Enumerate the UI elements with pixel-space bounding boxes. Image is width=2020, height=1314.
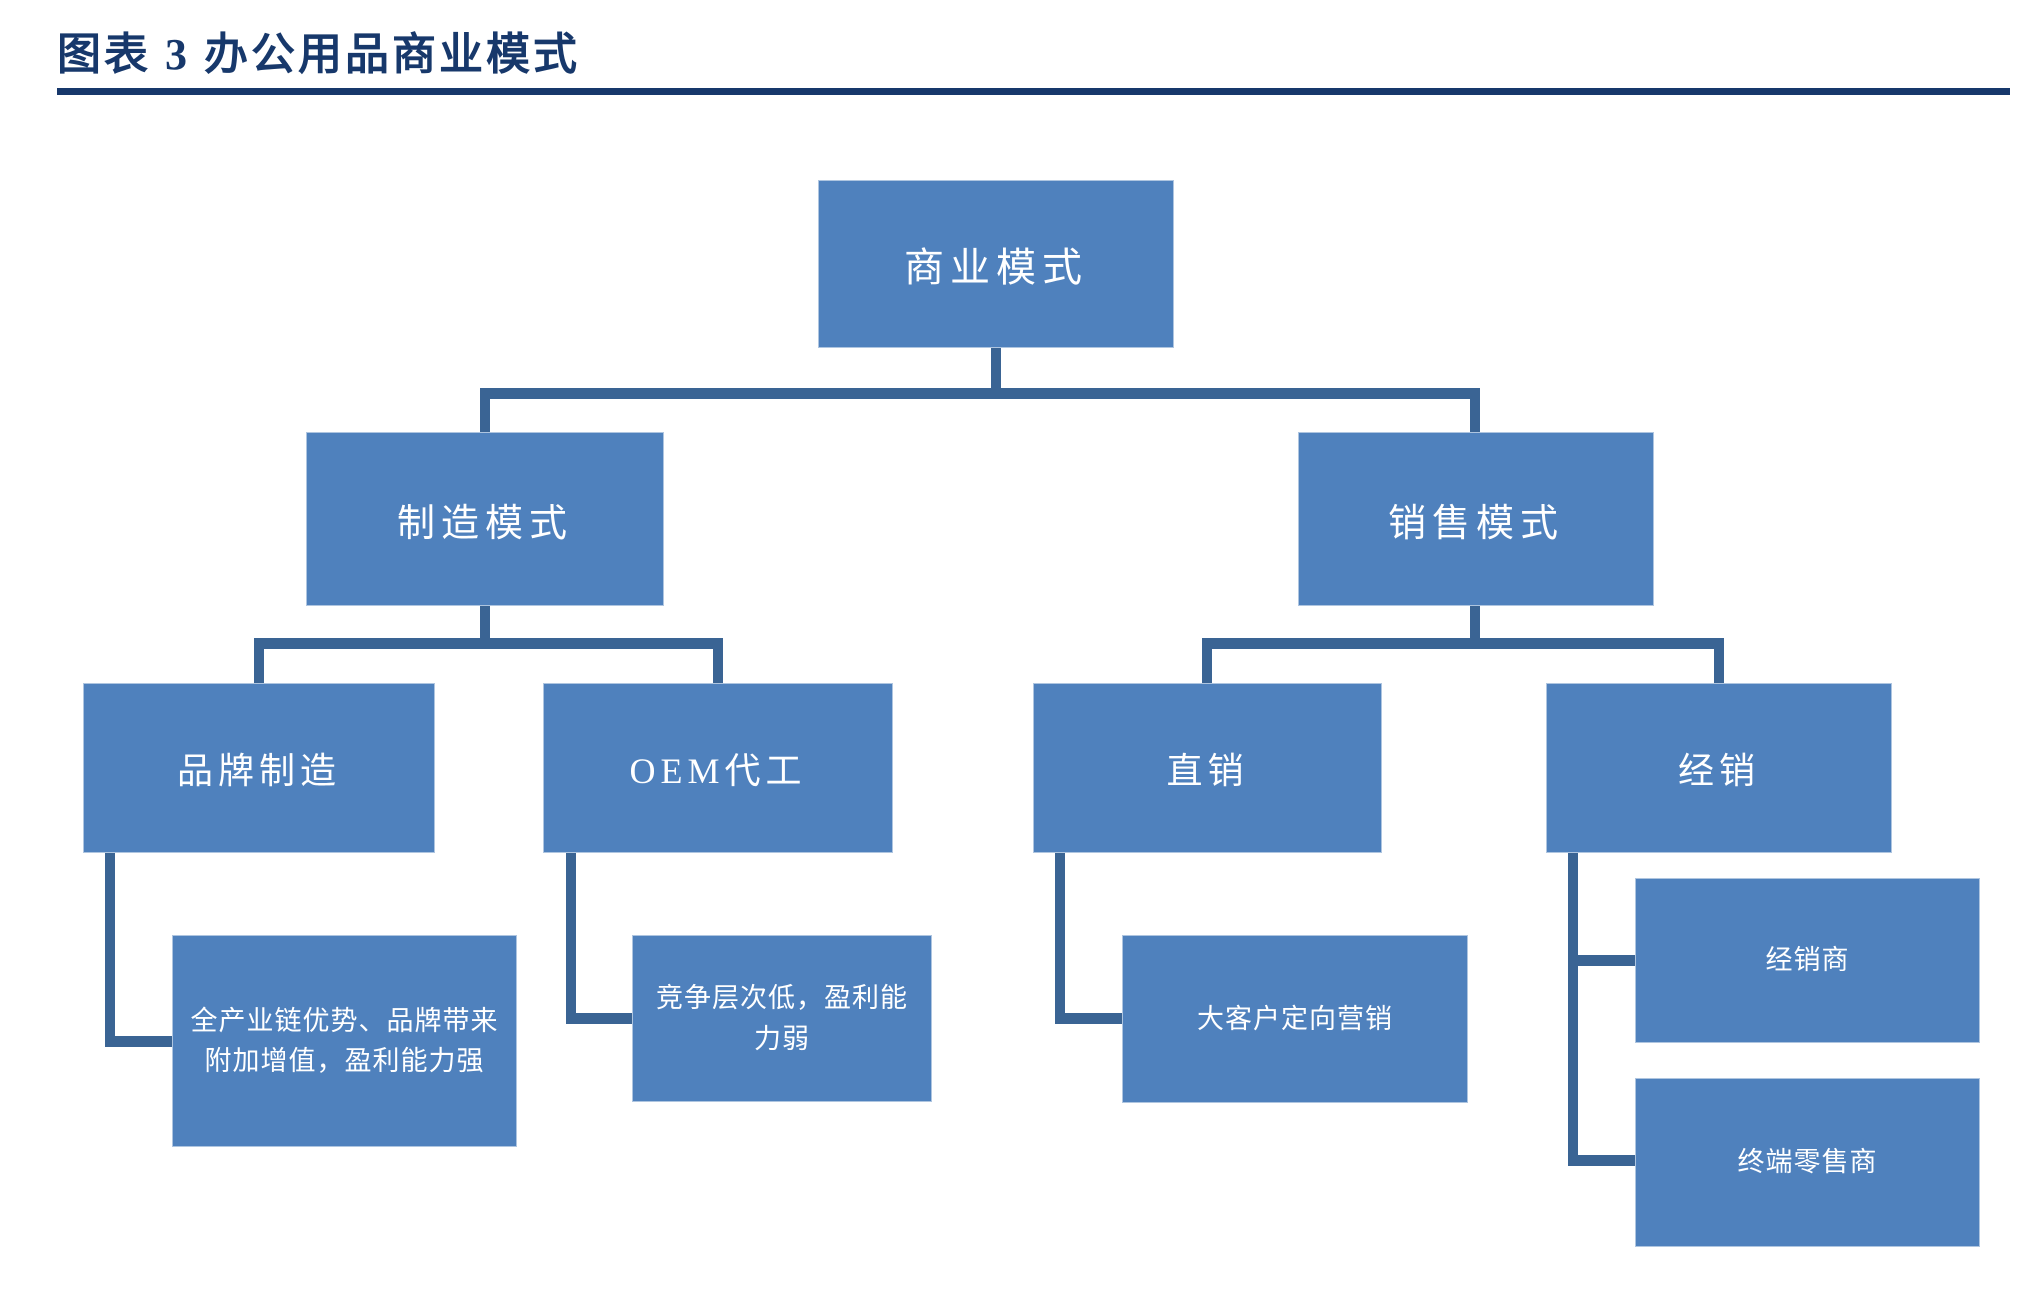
connector-retailer-horz	[1568, 1155, 1635, 1166]
connector-drop-distribution	[1714, 638, 1724, 683]
connector-root-stem	[991, 348, 1001, 390]
node-distributor: 经销商	[1635, 878, 1980, 1043]
connector-distributor-horz	[1568, 955, 1635, 966]
node-oem-note: 竞争层次低，盈利能力弱	[632, 935, 932, 1102]
node-sales-model: 销售模式	[1298, 432, 1654, 606]
connector-drop-direct	[1202, 638, 1212, 683]
node-brand-note: 全产业链优势、品牌带来附加增值，盈利能力强	[172, 935, 517, 1147]
connector-distribution-vert	[1568, 853, 1578, 1166]
title-underline	[57, 88, 2010, 95]
connector-sales-stem	[1470, 606, 1480, 640]
node-direct-note: 大客户定向营销	[1122, 935, 1468, 1103]
node-distribution-label: 经销	[1677, 751, 1760, 791]
connector-drop-brand	[254, 638, 264, 683]
node-manufacturing-model: 制造模式	[306, 432, 664, 606]
connector-brand-note-vert	[105, 853, 115, 1047]
node-oem-note-label: 竞争层次低，盈利能力弱	[656, 983, 908, 1054]
node-direct-note-label: 大客户定向营销	[1197, 1003, 1393, 1034]
connector-manufacturing-crossbar	[254, 638, 723, 649]
connector-manufacturing-stem	[480, 606, 490, 640]
connector-direct-note-horz	[1055, 1013, 1122, 1024]
connector-oem-note-vert	[566, 853, 576, 1024]
node-brand-manufacturing-label: 品牌制造	[176, 751, 341, 791]
connector-direct-note-vert	[1055, 853, 1065, 1024]
node-oem-label: OEM代工	[629, 751, 807, 791]
figure-title: 图表 3 办公用品商业模式	[57, 30, 580, 79]
node-manufacturing-model-label: 制造模式	[396, 502, 573, 545]
node-oem: OEM代工	[543, 683, 893, 853]
node-sales-model-label: 销售模式	[1387, 502, 1564, 545]
connector-brand-note-horz	[105, 1036, 172, 1047]
connector-sales-crossbar	[1202, 638, 1724, 649]
connector-drop-manufacturing	[480, 388, 490, 432]
node-business-model: 商业模式	[818, 180, 1174, 348]
node-distribution: 经销	[1546, 683, 1892, 853]
connector-drop-oem	[713, 638, 723, 683]
connector-oem-note-horz	[566, 1013, 632, 1024]
node-direct-sales-label: 直销	[1166, 751, 1249, 791]
node-brand-manufacturing: 品牌制造	[83, 683, 435, 853]
node-business-model-label: 商业模式	[904, 245, 1088, 290]
node-direct-sales: 直销	[1033, 683, 1382, 853]
connector-root-crossbar	[480, 388, 1480, 399]
node-distributor-label: 经销商	[1765, 945, 1850, 976]
node-brand-note-label: 全产业链优势、品牌带来附加增值，盈利能力强	[190, 1005, 499, 1077]
connector-drop-sales	[1470, 388, 1480, 432]
node-retailer: 终端零售商	[1635, 1078, 1980, 1247]
node-retailer-label: 终端零售商	[1737, 1147, 1878, 1178]
